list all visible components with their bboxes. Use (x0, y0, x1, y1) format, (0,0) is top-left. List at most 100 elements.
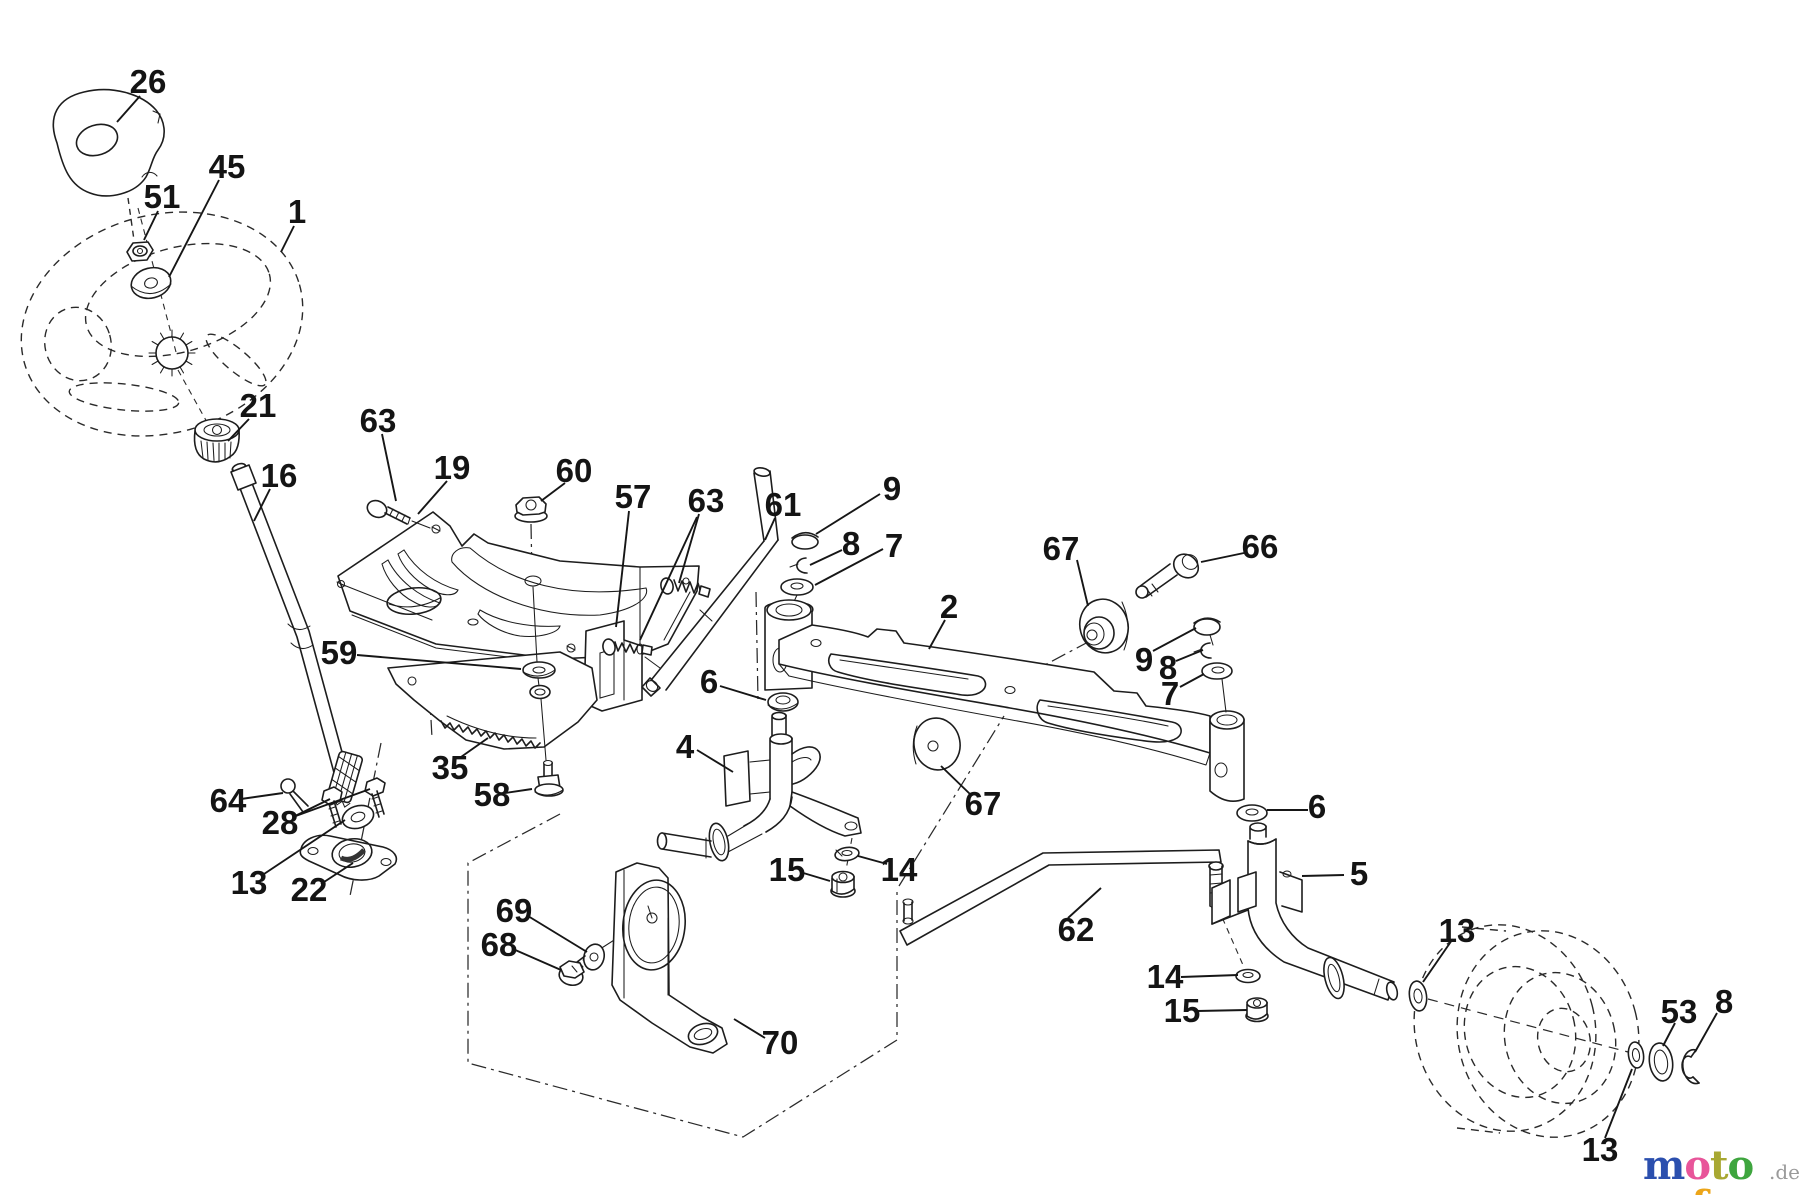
part-label-45: 45 (209, 148, 246, 185)
part-label-1: 1 (288, 193, 306, 230)
bolt-68 (558, 955, 586, 987)
leader-line-4 (696, 749, 734, 773)
part-label-16: 16 (261, 457, 298, 494)
leader-line-67 (940, 765, 972, 796)
washer-59 (522, 661, 556, 679)
part-label-7: 7 (885, 527, 903, 564)
leader-line-63 (678, 513, 700, 584)
nut-15-right (1245, 997, 1269, 1023)
logo-suffix: .de (1769, 1160, 1800, 1184)
leader-line-19 (417, 480, 448, 515)
spindle-5 (1211, 822, 1399, 1001)
flange-nut-60 (514, 496, 548, 523)
leader-line-13 (260, 819, 346, 877)
part-label-4: 4 (676, 728, 695, 765)
spindle-4 (656, 711, 862, 862)
leader-line-14 (857, 855, 888, 865)
drag-link-61 (641, 467, 779, 697)
logo-letter: f (1691, 1186, 1708, 1195)
spring-bolt-63-low (602, 638, 653, 656)
part-label-59: 59 (321, 634, 358, 671)
leader-line-53 (1662, 1022, 1676, 1047)
leader-line-58 (504, 788, 533, 794)
leader-line-9 (1152, 627, 1197, 652)
washer-6-right (1236, 804, 1268, 822)
part-label-63: 63 (688, 482, 725, 519)
part-label-13: 13 (231, 864, 268, 901)
part-label-21: 21 (240, 387, 277, 424)
leader-line-60 (540, 482, 566, 502)
leader-line-21 (227, 418, 250, 442)
cap-9-left (791, 531, 819, 550)
washer-13-axle (1408, 980, 1428, 1012)
watermark-logo[interactable]: motoruf.de (1643, 1142, 1800, 1195)
bolt-58 (534, 759, 564, 797)
washer-7-left (780, 578, 814, 607)
part-label-35: 35 (432, 749, 469, 786)
washer-6-left (767, 692, 799, 712)
logo-letter: t (1710, 1142, 1729, 1189)
logo-letter: u (1663, 1186, 1692, 1195)
part-label-5: 5 (1350, 855, 1368, 892)
washer-7-right (1201, 662, 1233, 713)
logo-letter: m (1643, 1142, 1685, 1189)
part-label-6: 6 (1308, 788, 1326, 825)
logo-letter: o (1727, 1142, 1755, 1189)
part-label-62: 62 (1058, 911, 1095, 948)
leader-line-61 (764, 517, 776, 541)
part-label-51: 51 (144, 178, 181, 215)
part-label-57: 57 (615, 478, 652, 515)
leader-line-15 (799, 871, 831, 882)
support-plate-19 (336, 511, 700, 664)
leader-line-28 (292, 788, 371, 818)
leader-line-22 (320, 862, 354, 885)
part-label-13: 13 (1582, 1131, 1619, 1168)
washer-13-hub (1627, 1041, 1645, 1069)
washer-14-right (1235, 968, 1261, 984)
cap-9-right (1193, 617, 1221, 646)
logo-letter: o (1684, 1142, 1711, 1189)
part-label-9: 9 (1135, 641, 1153, 678)
leader-line-62 (1067, 887, 1102, 919)
washer-69 (582, 943, 606, 971)
nut-15-center (830, 870, 856, 898)
steering-nut (126, 241, 154, 262)
steering-wheel (20, 211, 304, 437)
leader-line-9 (815, 493, 881, 535)
washer-14-center (834, 846, 860, 862)
part-label-67: 67 (965, 785, 1002, 822)
spacer-53 (1648, 1042, 1674, 1082)
part-label-28: 28 (262, 804, 299, 841)
part-label-8: 8 (1159, 649, 1177, 686)
leader-line-13 (1604, 1068, 1633, 1139)
leader-line-66 (1200, 552, 1245, 563)
part-label-15: 15 (1164, 992, 1201, 1029)
leader-line-8 (1694, 1012, 1718, 1053)
leader-line-70 (733, 1018, 766, 1039)
leader-line-68 (512, 948, 562, 971)
part-label-14: 14 (881, 851, 918, 888)
part-label-60: 60 (556, 452, 593, 489)
part-label-69: 69 (496, 892, 533, 929)
leader-line-63 (639, 516, 698, 641)
leader-line-59 (356, 654, 522, 670)
part-label-58: 58 (474, 776, 511, 813)
part-label-2: 2 (940, 588, 958, 625)
leader-line-45 (168, 179, 220, 278)
leader-line-14 (1180, 974, 1239, 978)
part-label-61: 61 (765, 486, 802, 523)
leader-line-6 (719, 685, 767, 701)
steering-bearing (193, 418, 240, 463)
washer-13-left (341, 804, 375, 830)
part-label-53: 53 (1661, 993, 1698, 1030)
leader-line-5 (1301, 874, 1345, 877)
bolt-63-top (366, 499, 431, 529)
leader-line-2 (928, 619, 946, 650)
part-label-14: 14 (1147, 958, 1184, 995)
bushing-67-right (1078, 598, 1130, 654)
leader-line-63 (381, 433, 397, 502)
leader-line-1 (280, 225, 295, 253)
